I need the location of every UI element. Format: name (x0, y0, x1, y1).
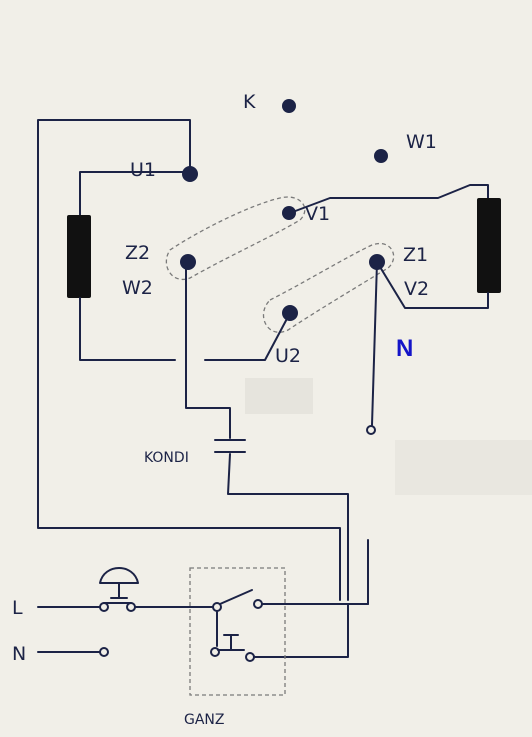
bridge-outline-u2-z1 (262, 242, 395, 333)
label-w2: W2 (122, 277, 153, 299)
label-k: K (243, 91, 256, 113)
terminal-z2-w2 (180, 254, 196, 270)
label-n-blue: N (396, 335, 413, 362)
ganz-switch-arm (219, 589, 253, 605)
terminal-z1-v2 (369, 254, 385, 270)
wire-u1-coil-top (79, 171, 191, 216)
terminal-k (282, 99, 296, 113)
terminal-w1 (374, 149, 388, 163)
wire-z1-n (371, 261, 378, 426)
ganz-lower-arm (216, 611, 245, 651)
bridge-outline-z2-v1 (165, 196, 306, 281)
label-z2: Z2 (125, 242, 150, 264)
wire-u1-loop (37, 119, 341, 601)
label-v2: V2 (404, 278, 429, 300)
wire-w2-capacitor (185, 264, 231, 439)
wire-capacitor-down (227, 453, 349, 601)
wire-coil-z1 (376, 261, 489, 309)
ganz-enclosure (189, 567, 286, 696)
label-z1: Z1 (403, 244, 428, 266)
terminal-n-end (366, 425, 376, 435)
label-u2: U2 (275, 345, 301, 367)
wire-coil-bottom-u2 (79, 297, 176, 361)
label-line-l: L (12, 597, 23, 619)
label-kondi: KONDI (144, 450, 189, 466)
wire-u2-branch (204, 312, 291, 361)
wire-v1-coil (289, 184, 489, 214)
label-ganz: GANZ (184, 712, 225, 728)
label-u1: U1 (130, 159, 156, 181)
push-button-icon[interactable] (99, 567, 139, 604)
left-coil (67, 215, 91, 298)
terminal-u1 (182, 166, 198, 182)
label-v1: V1 (305, 203, 330, 225)
smudge (245, 378, 313, 414)
smudge (395, 440, 532, 495)
terminal-v1 (282, 206, 296, 220)
terminal-u2 (282, 305, 298, 321)
right-coil (477, 198, 501, 293)
ganz-contact-3 (210, 647, 220, 657)
label-w1: W1 (406, 131, 437, 153)
label-line-n: N (12, 643, 26, 665)
terminal-n-line (99, 647, 109, 657)
